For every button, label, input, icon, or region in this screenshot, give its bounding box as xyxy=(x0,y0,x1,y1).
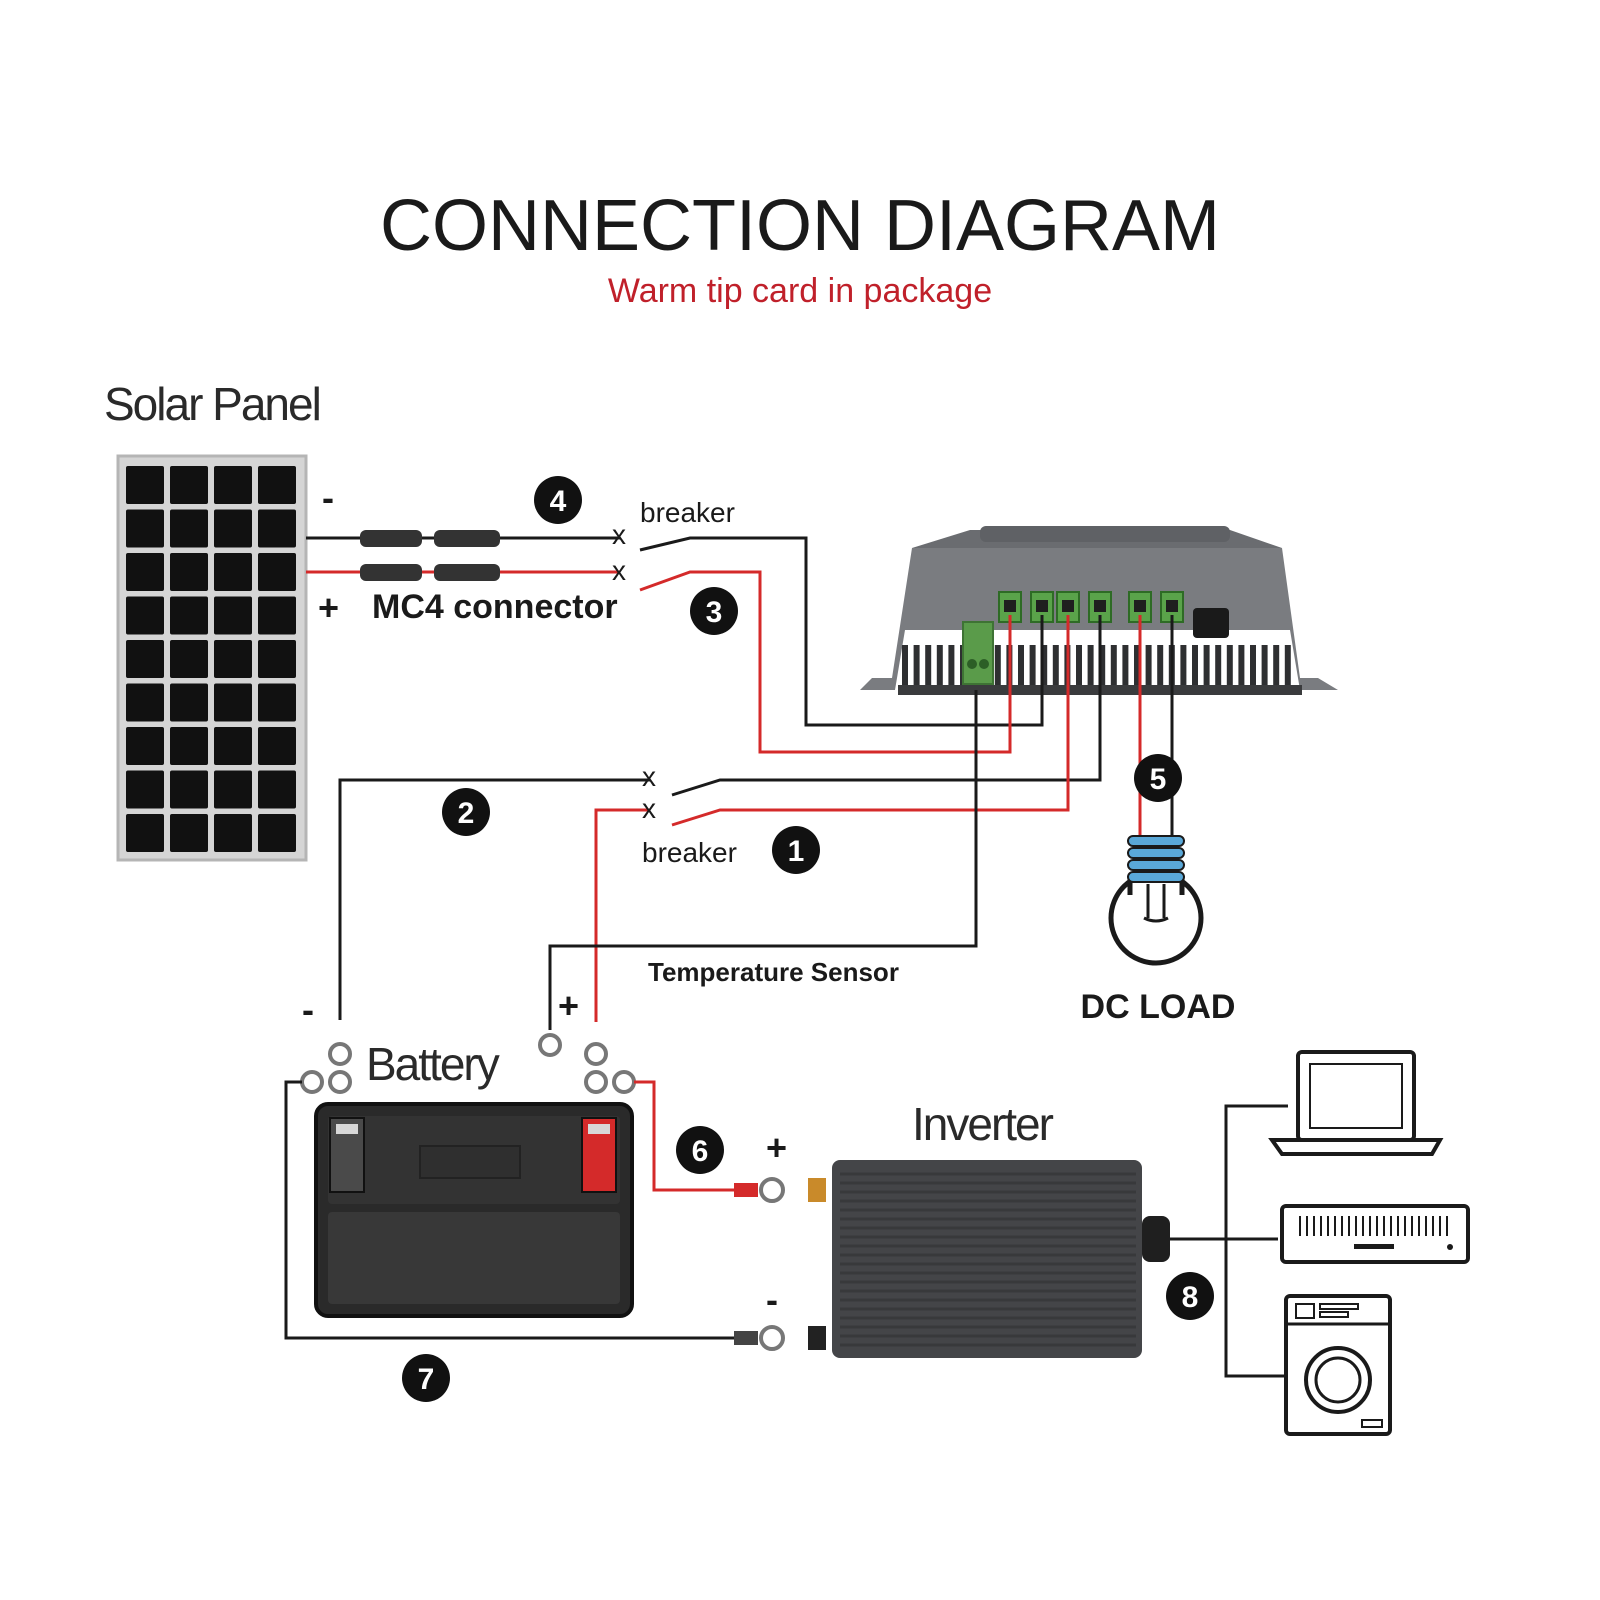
breaker-mark-1: x xyxy=(612,519,626,550)
step-badge-3: 3 xyxy=(690,587,738,635)
step-badge-1: 1 xyxy=(772,826,820,874)
battery-wires xyxy=(338,615,1174,1030)
step-badge-number: 6 xyxy=(692,1135,709,1168)
mc4-connector-label: MC4 connector xyxy=(372,588,618,626)
light-bulb-icon xyxy=(1108,835,1204,966)
solar-panel-label: Solar Panel xyxy=(104,378,320,430)
inverter-wires xyxy=(284,1080,785,1351)
mc4-connector-icon xyxy=(360,530,500,581)
page-title: CONNECTION DIAGRAM xyxy=(380,186,1220,266)
dc-load-label: DC LOAD xyxy=(1081,988,1236,1026)
laptop-icon xyxy=(1268,1050,1444,1156)
breaker-mark-4: x xyxy=(642,793,656,824)
battery-plus-sign: + xyxy=(558,985,579,1026)
step-badge-number: 1 xyxy=(788,835,805,868)
battery-minus-sign: - xyxy=(302,989,314,1030)
step-badge-number: 2 xyxy=(458,797,475,830)
battery-label: Battery xyxy=(366,1038,500,1090)
breaker-label-top: breaker xyxy=(640,497,735,528)
step-badge-6: 6 xyxy=(676,1126,724,1174)
step-badge-number: 4 xyxy=(550,485,567,518)
step-badge-4: 4 xyxy=(534,476,582,524)
breaker-mark-2: x xyxy=(612,555,626,586)
step-badge-8: 8 xyxy=(1166,1272,1214,1320)
panel-plus-sign: + xyxy=(318,587,339,628)
step-badge-2: 2 xyxy=(442,788,490,836)
page-subtitle: Warm tip card in package xyxy=(608,272,992,310)
inverter-icon xyxy=(808,1160,1170,1358)
step-badge-number: 5 xyxy=(1150,763,1167,796)
step-badge-number: 7 xyxy=(418,1363,435,1396)
step-badge-number: 3 xyxy=(706,596,723,629)
step-badge-number: 8 xyxy=(1182,1281,1199,1314)
inverter-minus-sign: - xyxy=(766,1279,778,1320)
inverter-label: Inverter xyxy=(912,1098,1054,1150)
panel-minus-sign: - xyxy=(322,477,334,518)
temperature-sensor-label: Temperature Sensor xyxy=(648,957,899,987)
step-badge-7: 7 xyxy=(402,1354,450,1402)
solar-panel-icon xyxy=(116,454,308,862)
inverter-plus-sign: + xyxy=(766,1127,787,1168)
appliance-wires xyxy=(1170,1104,1288,1378)
washing-machine-icon xyxy=(1284,1294,1392,1436)
breaker-mark-3: x xyxy=(642,761,656,792)
air-conditioner-icon xyxy=(1280,1204,1470,1264)
step-badge-5: 5 xyxy=(1134,754,1182,802)
breaker-label-bottom: breaker xyxy=(642,837,737,868)
step-badges: 1 2 3 4 5 6 7 8 xyxy=(402,476,1214,1402)
battery-icon xyxy=(314,1102,634,1318)
